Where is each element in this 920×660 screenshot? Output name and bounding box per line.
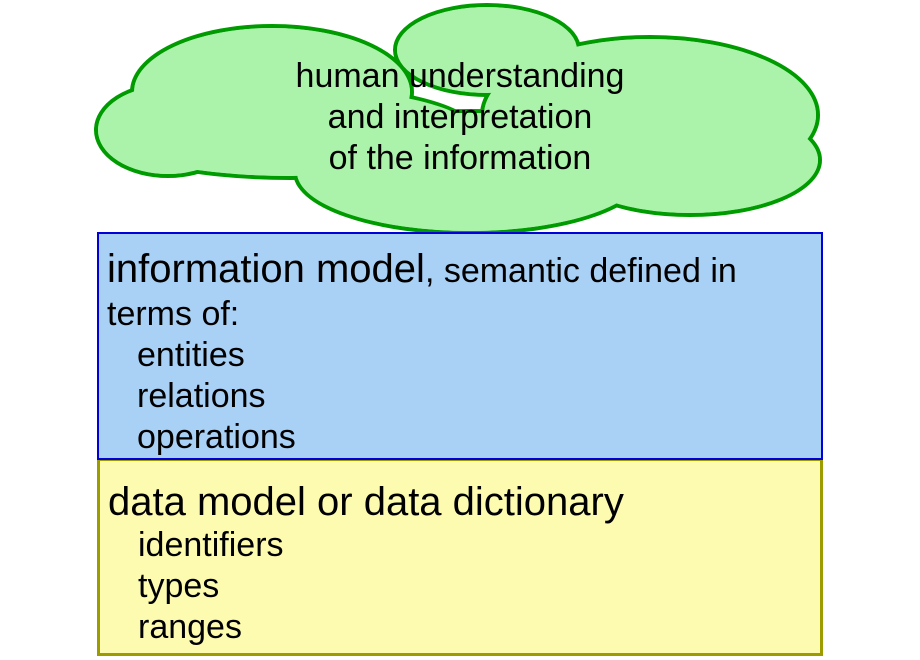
data-model-item-types: types: [138, 567, 220, 605]
cloud-caption-line-3: of the information: [328, 139, 592, 177]
data-model-box: data model or data dictionary identifier…: [97, 458, 823, 656]
information-model-content: information model, semantic defined in t…: [99, 234, 821, 458]
data-model-item-ranges: ranges: [138, 608, 242, 646]
data-model-content: data model or data dictionary identifier…: [100, 461, 820, 648]
information-model-box: information model, semantic defined in t…: [97, 232, 823, 460]
information-model-title-suffix: , semantic defined in: [424, 252, 737, 290]
information-model-item-operations: operations: [137, 418, 296, 456]
information-model-title-line: information model, semantic defined in: [107, 246, 811, 294]
cloud-caption: human understanding and interpretation o…: [97, 56, 823, 179]
information-model-subtitle: terms of:: [107, 295, 240, 333]
data-model-title: data model or data dictionary: [108, 480, 624, 524]
data-model-item-identifiers: identifiers: [138, 526, 284, 564]
information-model-item-relations: relations: [137, 377, 266, 415]
information-model-title: information model: [107, 247, 425, 291]
information-model-item-entities: entities: [137, 336, 245, 374]
cloud-caption-line-1: human understanding: [295, 57, 625, 95]
cloud-fill: [98, 7, 818, 231]
cloud-caption-line-2: and interpretation: [327, 98, 593, 136]
